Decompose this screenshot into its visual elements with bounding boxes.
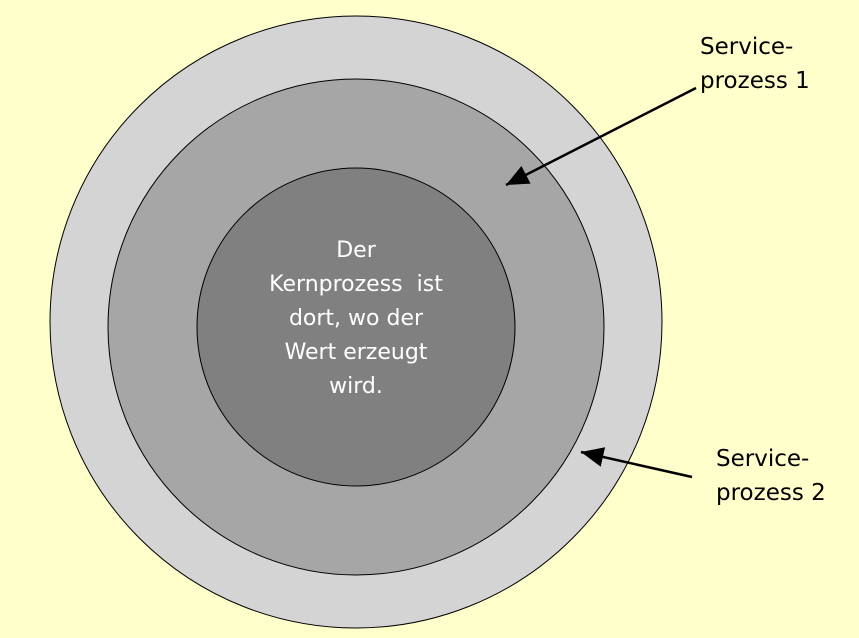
core-process-text: Der Kernprozess ist dort, wo der Wert er… xyxy=(218,234,494,404)
core-text-line: wird. xyxy=(329,374,383,399)
inner-circle-core-process xyxy=(196,167,516,487)
callout-line: Service- xyxy=(700,34,794,60)
arrow-service-process-1 xyxy=(505,86,697,187)
callout-line: prozess 1 xyxy=(700,68,810,94)
callout-line: Service- xyxy=(716,446,810,472)
callout-service-process-1: Service- prozess 1 xyxy=(700,30,810,98)
callout-line: prozess 2 xyxy=(716,480,826,506)
callout-service-process-2: Service- prozess 2 xyxy=(716,442,826,510)
core-text-line: Wert erzeugt xyxy=(284,340,428,365)
arrow-service-process-2 xyxy=(580,447,693,479)
core-text-line: dort, wo der xyxy=(288,306,424,331)
core-text-line: Kernprozess ist xyxy=(269,272,443,297)
core-text-line: Der xyxy=(336,238,376,263)
